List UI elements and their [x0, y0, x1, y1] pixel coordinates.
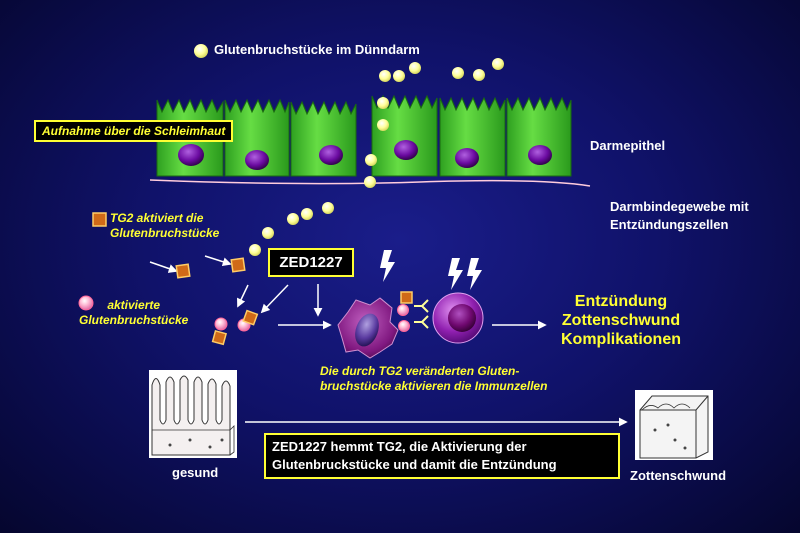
summary-label-box: ZED1227 hemmt TG2, die Aktivierung der G… [264, 433, 620, 479]
gluten-fragment [393, 70, 405, 82]
epithelial-cell [506, 96, 572, 177]
gluten-fragment [379, 70, 391, 82]
tg2-legend-icon [92, 212, 107, 227]
lightning-icons [380, 250, 482, 290]
uptake-label: Aufnahme über die Schleimhaut [42, 124, 226, 138]
activated-gluten-cluster [211, 309, 259, 346]
gluten-fragment [365, 154, 377, 166]
tg2-enzyme [175, 263, 191, 279]
summary-label: ZED1227 hemmt TG2, die Aktivierung der G… [272, 439, 557, 472]
immune-cell-lymphocyte [432, 292, 484, 344]
gluten-legend-icon [194, 44, 208, 58]
gluten-fragment [377, 97, 389, 109]
immune-label: Die durch TG2 veränderten Gluten- bruchs… [320, 364, 548, 393]
activated-gluten [397, 304, 409, 316]
tg2-enzyme [230, 257, 246, 273]
epithelial-cell [439, 96, 506, 177]
epithelial-cell [224, 98, 290, 177]
gluten-fragment [377, 119, 389, 131]
arrow [204, 255, 232, 267]
gluten-fragment [262, 227, 274, 239]
epithelial-cell [290, 100, 357, 177]
healthy-label: gesund [172, 465, 219, 480]
arrow [237, 284, 249, 308]
gluten-fragment [409, 62, 421, 74]
atrophy-label: Zottenschwund [630, 468, 727, 483]
activated-label: aktivierte Glutenbruchstücke [79, 298, 189, 327]
gluten-fragment [452, 67, 464, 79]
tg2-enzyme [400, 291, 413, 304]
arrow [149, 261, 178, 273]
activated-gluten [398, 320, 410, 332]
atrophy-villi-image [635, 390, 713, 460]
healthy-villi-image [149, 370, 237, 458]
gluten-fragment [249, 244, 261, 256]
lightning-icon [467, 258, 482, 290]
arrow [260, 284, 289, 314]
basement-membrane [149, 179, 591, 187]
gluten-fragment [287, 213, 299, 225]
drug-label-box: ZED1227 [268, 248, 354, 277]
gluten-fragment [364, 176, 376, 188]
t-cell-receptors [414, 299, 429, 329]
gluten-fragment [301, 208, 313, 220]
drug-label: ZED1227 [279, 254, 343, 271]
epithelium [156, 94, 572, 177]
immune-cell-macrophage [337, 297, 399, 359]
activated-gluten-legend-icon [78, 295, 94, 311]
lightning-icon [448, 258, 463, 290]
gluten-fragments [249, 58, 504, 256]
uptake-label-box: Aufnahme über die Schleimhaut [34, 120, 234, 142]
gluten-fragment [322, 202, 334, 214]
tg2-label: TG2 aktiviert die Glutenbruchstücke [110, 211, 220, 240]
epithel-label: Darmepithel [590, 138, 666, 153]
lightning-icon [380, 250, 395, 282]
gluten-fragment [473, 69, 485, 81]
gluten-fragment [492, 58, 504, 70]
outcome-label: Entzündung Zottenschwund Komplikationen [560, 293, 681, 348]
gluten-legend-label: Glutenbruchstücke im Dünndarm [214, 42, 420, 57]
tissue-label: Darmbindegewebe mit Entzündungszellen [610, 199, 749, 232]
